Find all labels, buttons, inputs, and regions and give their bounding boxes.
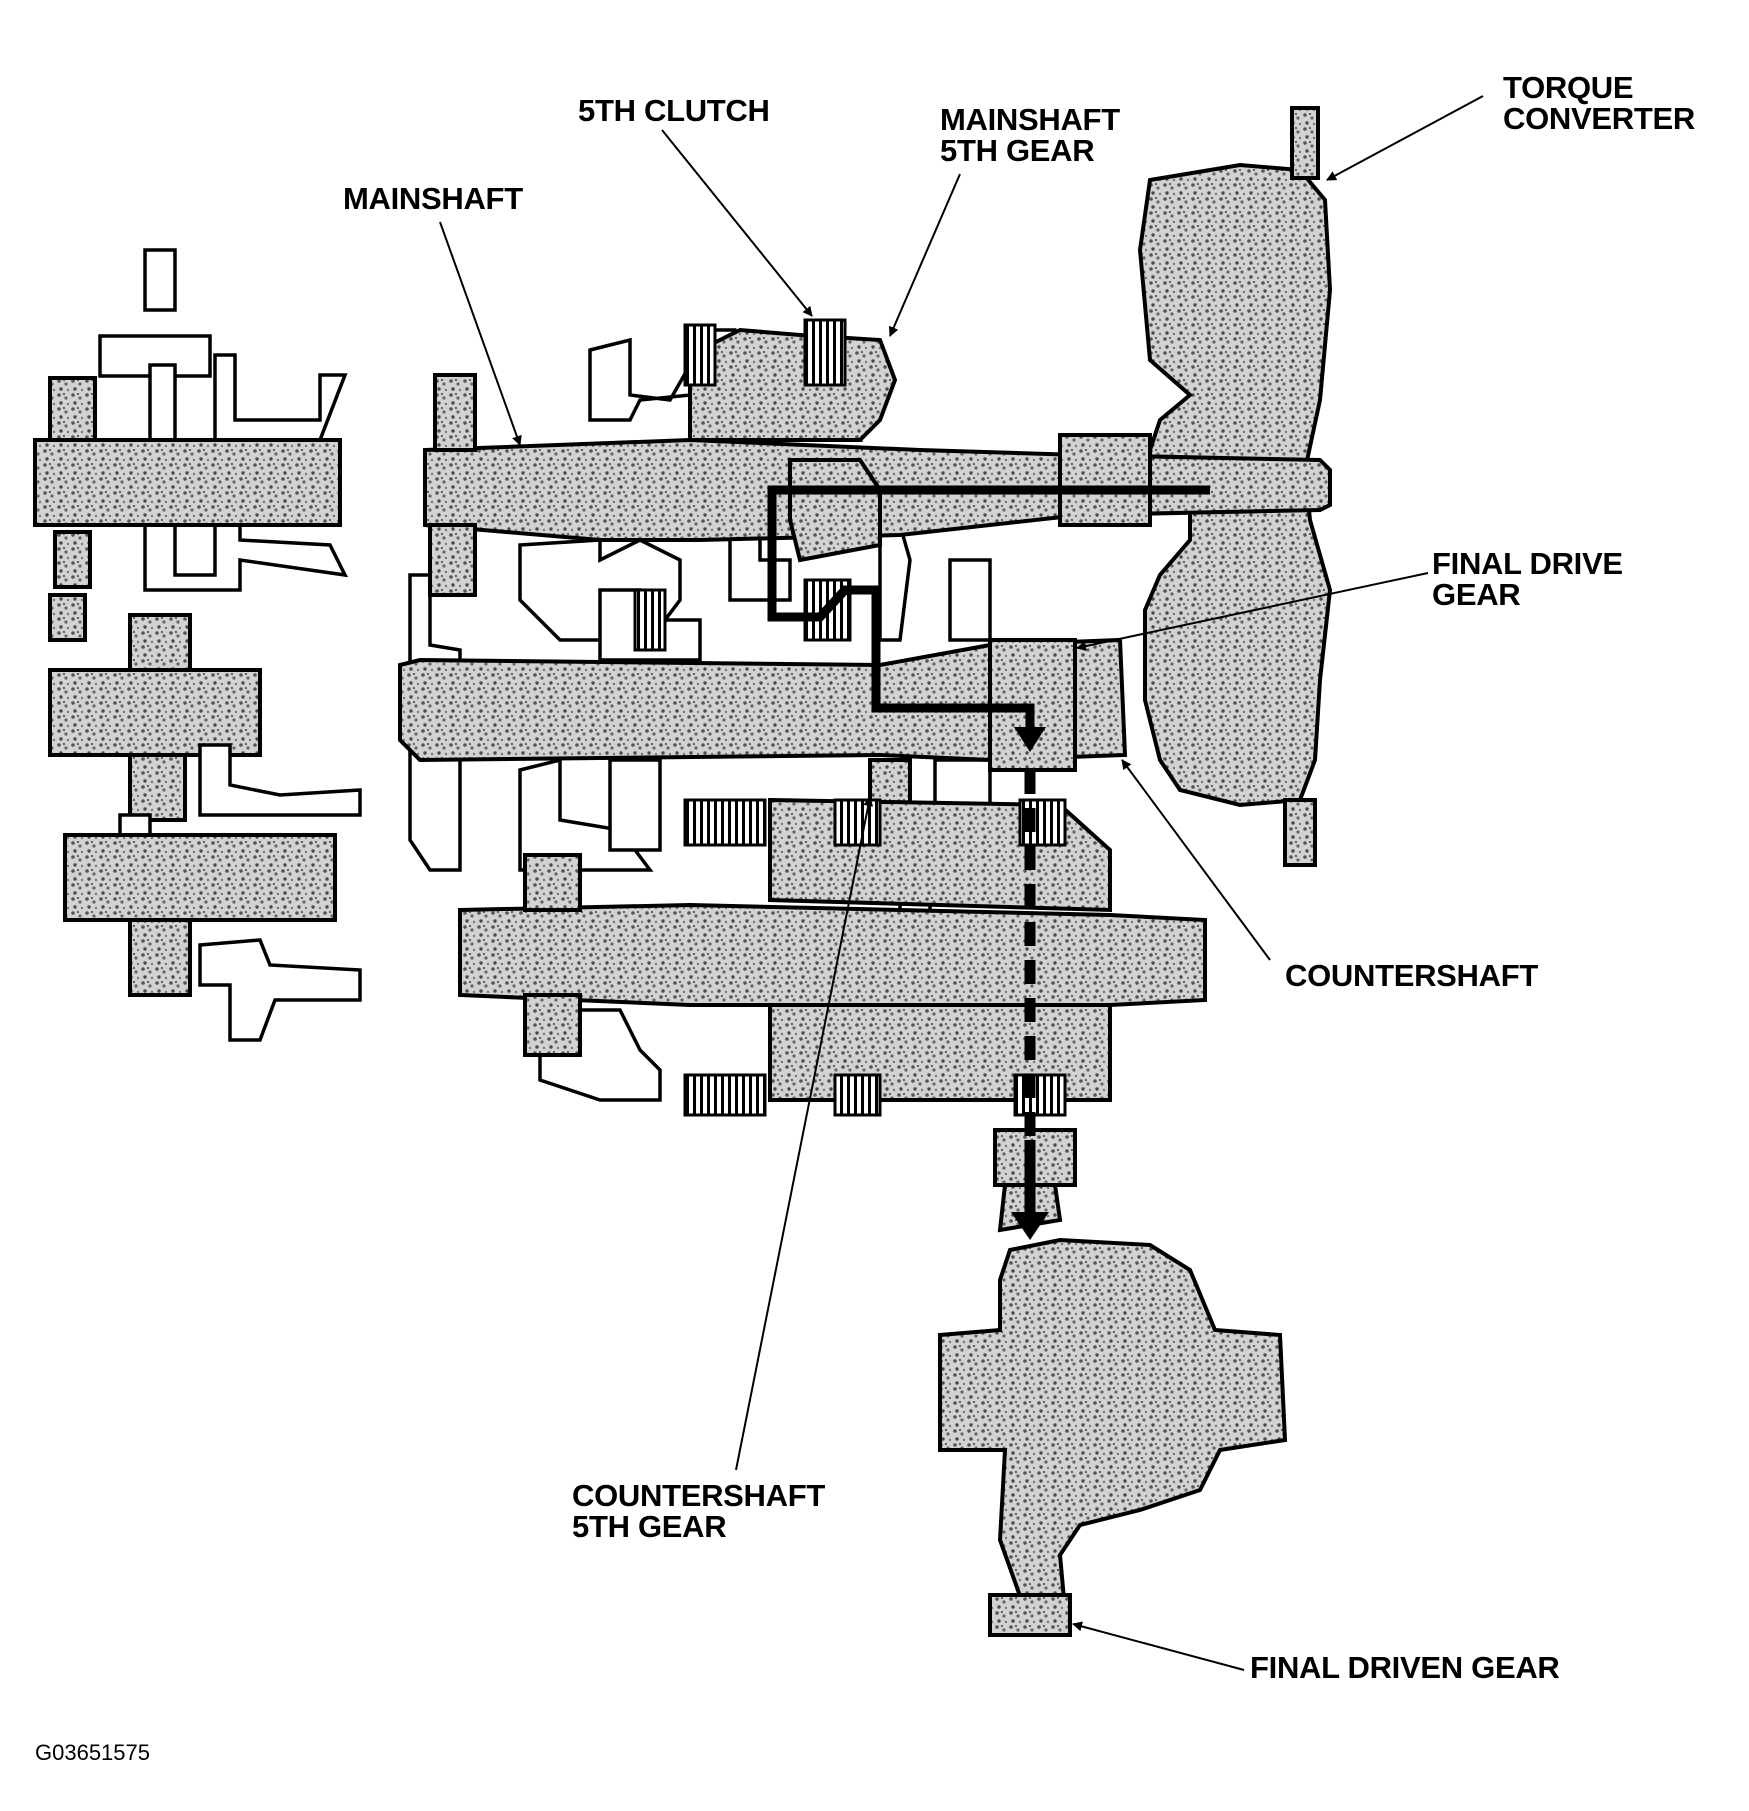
label-final-drive-gear: FINAL DRIVE GEAR — [1432, 548, 1623, 610]
label-final-driven-gear: FINAL DRIVEN GEAR — [1250, 1650, 1560, 1685]
power-flow-arrow-1 — [1014, 727, 1046, 752]
label-torque-converter-line2: CONVERTER — [1503, 101, 1695, 136]
power-flow-solid — [767, 485, 1210, 745]
leader-final-driven-gear — [1072, 1621, 1245, 1671]
label-countershaft-5th-gear-line2: 5TH GEAR — [572, 1509, 727, 1544]
power-flow-arrow-2 — [1011, 1212, 1049, 1240]
label-mainshaft-5th-gear-line2: 5TH GEAR — [940, 133, 1095, 168]
label-mainshaft: MAINSHAFT — [343, 181, 523, 216]
torque-converter-bottom-tab — [1283, 798, 1317, 867]
torque-converter-top-tab — [1290, 106, 1320, 180]
main-assembly-parts — [398, 106, 1333, 1637]
label-mainshaft-5th-gear-line1: MAINSHAFT — [940, 102, 1120, 137]
label-fifth-clutch: 5TH CLUTCH — [578, 93, 770, 128]
label-countershaft-5th-gear-line1: COUNTERSHAFT — [572, 1478, 825, 1513]
leader-lines — [439, 95, 1484, 1671]
leader-countershaft-5th-gear — [735, 796, 874, 1471]
label-countershaft-5th-gear: COUNTERSHAFT 5TH GEAR — [572, 1480, 825, 1542]
leader-torque-converter — [1326, 95, 1484, 181]
label-mainshaft-5th-gear: MAINSHAFT 5TH GEAR — [940, 104, 1120, 166]
power-flow-path — [767, 485, 1210, 1240]
leader-mainshaft-5th-gear — [888, 173, 961, 337]
leader-countershaft — [1121, 759, 1271, 961]
label-torque-converter-line1: TORQUE — [1503, 70, 1634, 105]
clutch-packs — [633, 318, 1067, 1117]
leader-final-drive-gear — [1076, 572, 1429, 652]
label-torque-converter: TORQUE CONVERTER — [1503, 72, 1695, 134]
figure-code: G03651575 — [35, 1740, 150, 1765]
differential-housing — [938, 1237, 1288, 1612]
label-final-drive-gear-line2: GEAR — [1432, 577, 1521, 612]
label-final-drive-gear-line1: FINAL DRIVE — [1432, 546, 1623, 581]
fifth-clutch-pack — [803, 318, 847, 387]
label-countershaft: COUNTERSHAFT — [1285, 958, 1538, 993]
leader-mainshaft — [439, 221, 522, 446]
final-driven-gear — [988, 1593, 1072, 1637]
countershaft — [398, 637, 1128, 763]
leader-fifth-clutch — [661, 129, 813, 317]
left-shaft-assembly — [33, 248, 362, 1042]
